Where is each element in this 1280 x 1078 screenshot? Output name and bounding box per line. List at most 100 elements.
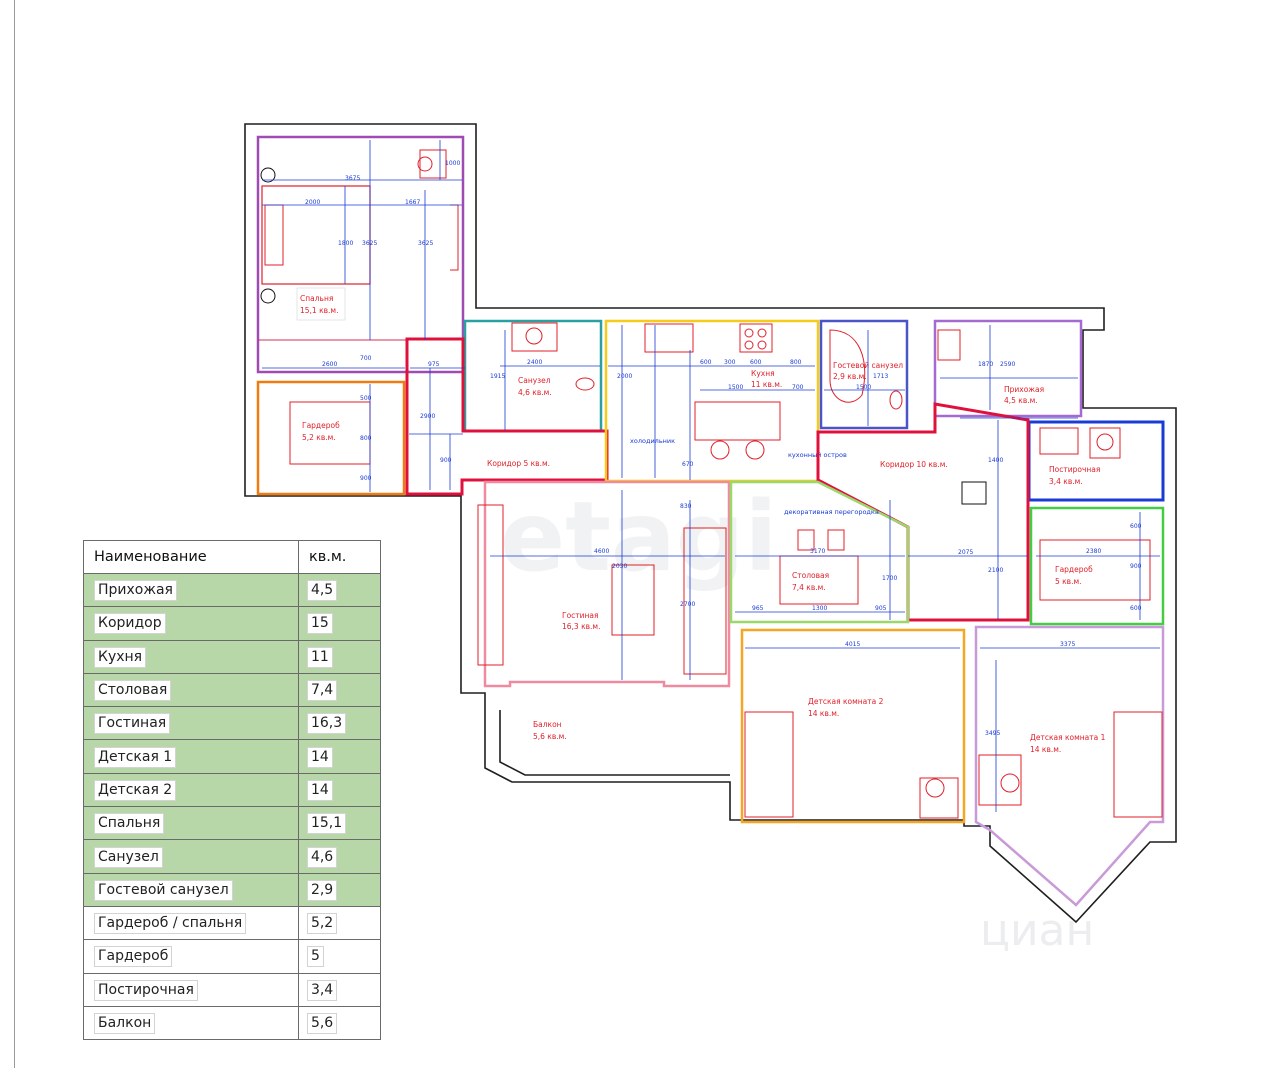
dim-label: 2075 [958,549,973,556]
label-hallway-area: 4,5 кв.м. [1004,396,1038,405]
watermark-etagi: etagi [500,481,777,593]
dim-label: 975 [428,361,440,368]
room-name: Постирочная [94,979,198,1001]
table-row: Столовая 7,4 [83,672,382,708]
dimension-labels: 3675 2000 1667 1800 3625 3625 1000 2600 … [305,160,1142,737]
dim-label: 670 [682,461,694,468]
dim-label: 2000 [305,199,320,206]
dim-label: 900 [1130,563,1142,570]
room-name: Столовая [94,680,172,702]
table-row: Гостевой санузел 2,9 [83,872,382,907]
label-bathroom-name: Санузел [518,376,551,385]
dimension-lines [262,140,1160,812]
room-area: 4,6 [306,846,338,868]
dim-label: 3495 [985,730,1000,737]
room-area: 14 [306,779,333,801]
dim-label: 900 [360,475,372,482]
label-corridor5: Коридор 5 кв.м. [487,459,550,468]
room-name: Санузел [94,846,163,868]
room-area: 2,9 [306,879,338,901]
room-guest-wc: Гостевой санузел 2,9 кв.м. [819,319,909,430]
dim-label: 2600 [322,361,337,368]
dim-label: 830 [680,503,692,510]
room-balcony: Балкон 5,6 кв.м. [533,720,567,741]
dim-label: 900 [440,457,452,464]
dim-label: 1713 [873,373,888,380]
label-guest-wc-area: 2,9 кв.м. [833,372,867,381]
note-fridge: холодильник [630,437,675,445]
label-kids1-name: Детская комната 1 [1030,733,1106,742]
dim-label: 1300 [812,605,827,612]
room-laundry: Постирочная 3,4 кв.м. [1027,420,1165,502]
label-wardrobe-bedroom-area: 5,2 кв.м. [302,433,336,442]
table-row: Балкон 5,6 [83,1005,382,1041]
header-name: Наименование [83,540,299,574]
room-hallway: Прихожая 4,5 кв.м. [933,319,1083,418]
room-area: 7,4 [306,680,338,702]
label-wardrobe-area: 5 кв.м. [1055,577,1082,586]
note-partition: декоративная перегородка [784,508,879,516]
room-name: Гостиная [94,713,171,735]
dim-label: 800 [360,435,372,442]
room-wardrobe: Гардероб 5 кв.м. [1029,506,1165,626]
dim-label: 1000 [445,160,460,167]
room-wardrobe-bedroom: Гардероб 5,2 кв.м. [256,380,406,496]
dim-label: 3375 [1060,641,1075,648]
room-name: Кухня [94,646,147,668]
label-living-name: Гостиная [562,611,599,620]
table-row: Санузел 4,6 [83,839,382,874]
dim-label: 3170 [810,548,825,555]
room-kids-1: Детская комната 1 14 кв.м. [974,625,1165,907]
room-area: 15 [306,613,333,635]
dim-label: 2000 [617,373,632,380]
label-bedroom-name: Спальня [300,294,333,303]
dim-label: 2700 [680,601,695,608]
table-row: Спальня 15,1 [83,806,382,841]
room-name: Спальня [94,813,165,835]
label-kitchen-name: Кухня [751,369,775,378]
room-kitchen: Кухня 11 кв.м. холодильник кухонный остр… [604,319,847,483]
dim-label: 700 [792,384,804,391]
watermark-cian: циан [980,905,1094,956]
room-area: 3,4 [306,979,338,1001]
dim-label: 700 [360,355,372,362]
room-name: Гостевой санузел [94,879,233,901]
dim-label: 3675 [345,175,360,182]
dim-label: 1500 [728,384,743,391]
dim-label: 300 [724,359,736,366]
room-area: 5,2 [306,913,338,935]
label-wardrobe-bedroom-name: Гардероб [302,421,340,430]
dim-label: 2900 [420,413,435,420]
room-bathroom: Санузел 4,6 кв.м. [463,319,603,433]
room-area: 5,6 [306,1013,338,1034]
dim-label: 600 [700,359,712,366]
dim-label: 600 [1130,605,1142,612]
room-name: Балкон [94,1013,156,1034]
dim-label: 3625 [362,240,377,247]
dim-label: 2380 [1086,548,1101,555]
label-kids2-area: 14 кв.м. [808,709,839,718]
page-margin-rule [14,0,15,1068]
label-laundry-area: 3,4 кв.м. [1049,477,1083,486]
label-laundry-name: Постирочная [1049,465,1100,474]
label-kids2-name: Детская комната 2 [808,697,884,706]
room-area: 5 [306,946,324,968]
dim-label: 2030 [612,563,627,570]
label-balcony-area: 5,6 кв.м. [533,732,567,741]
room-area: 15,1 [306,813,347,835]
dim-label: 2590 [1000,361,1015,368]
label-corridor10: Коридор 10 кв.м. [880,460,948,469]
dim-label: 965 [752,605,764,612]
room-area: 14 [306,746,333,768]
dim-label: 4015 [845,641,860,648]
dim-label: 2100 [988,567,1003,574]
dim-label: 905 [875,605,887,612]
